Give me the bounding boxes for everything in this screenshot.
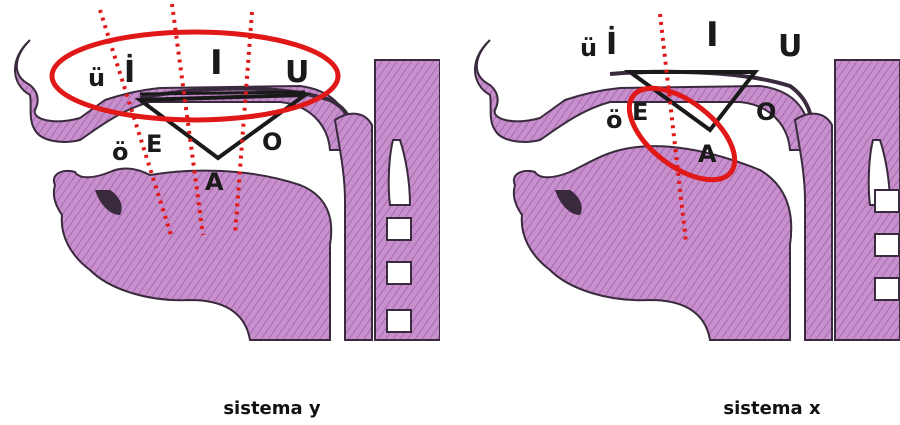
vowel-i: I — [210, 43, 223, 83]
triangle-top-line — [140, 92, 305, 94]
vertebra-3 — [875, 278, 899, 300]
vertebra-3 — [387, 310, 411, 332]
vowel-i: I — [706, 15, 719, 55]
throat-shape — [335, 114, 372, 340]
vowel-u: U — [285, 55, 309, 90]
vowel-i-dot: İ — [606, 26, 617, 62]
vowel-a: A — [698, 140, 717, 168]
vowel-a: A — [205, 168, 224, 196]
vowel-u: U — [778, 29, 802, 64]
vertebra-1 — [875, 190, 899, 212]
vowel-o: O — [756, 98, 776, 126]
vowel-o-umlaut: ö — [112, 138, 129, 166]
vertebra-2 — [387, 262, 411, 284]
caption-sistema-y: sistema y — [172, 398, 372, 419]
tongue-shape — [54, 169, 331, 340]
vowel-i-dot: İ — [124, 54, 135, 90]
vocal-tract-diagram-left: ü İ I U ö E O A — [0, 0, 440, 360]
tongue-shape — [514, 146, 791, 340]
upper-lip-shape — [475, 40, 810, 150]
vocal-tract-diagram-right: ü İ I U ö E O A — [460, 0, 900, 360]
vocal-tract-svg-right: ü İ I U ö E O A — [460, 0, 900, 360]
vowel-e: E — [146, 130, 162, 158]
vertebra-2 — [875, 234, 899, 256]
vowel-o: O — [262, 128, 282, 156]
vertebra-1 — [387, 218, 411, 240]
caption-sistema-x: sistema x — [672, 398, 872, 419]
vowel-u-umlaut: ü — [580, 34, 597, 62]
vocal-tract-svg-left: ü İ I U ö E O A — [0, 0, 440, 360]
throat-shape — [795, 114, 832, 340]
vowel-o-umlaut: ö — [606, 106, 623, 134]
vowel-u-umlaut: ü — [88, 64, 105, 92]
